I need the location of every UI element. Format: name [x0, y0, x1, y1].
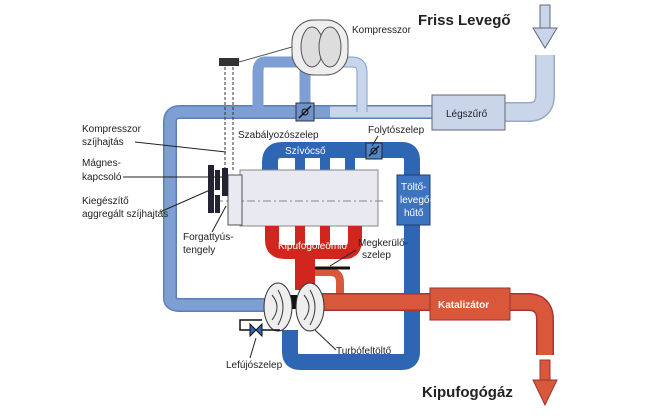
air-filter-label: Légszűrő	[446, 109, 488, 120]
aux-belt-label: Kiegészítő	[82, 196, 129, 207]
svg-text:levegő-: levegő-	[400, 195, 433, 206]
svg-text:szelep: szelep	[362, 250, 391, 261]
exhaust-manifold-label: Kipufogóleömlő	[278, 241, 347, 252]
svg-text:Töltő-: Töltő-	[401, 182, 427, 193]
compressor	[291, 19, 349, 76]
svg-text:szíjhajtás: szíjhajtás	[82, 137, 124, 148]
exhaust-arrow	[532, 359, 558, 407]
engine-block	[239, 169, 379, 227]
fresh-air-label: Friss Levegő	[418, 12, 511, 29]
magnetic-clutch-label: Mágnes-	[82, 158, 121, 169]
blowoff-valve[interactable]	[249, 322, 263, 338]
bypass-valve-label: Megkerülő-	[358, 238, 408, 249]
charge-air-pipe	[262, 142, 420, 370]
catalyst	[429, 287, 511, 321]
control-valve[interactable]	[295, 102, 315, 122]
svg-text:kapcsoló: kapcsoló	[82, 172, 122, 183]
intercooler: Töltő- levegő- hűtő	[396, 174, 433, 226]
svg-text:tengely: tengely	[183, 245, 215, 256]
catalyst-label: Katalizátor	[438, 300, 489, 311]
compressor-label: Kompresszor	[352, 25, 412, 36]
exhaust-manifold	[265, 226, 362, 290]
control-valve-label: Szabályozószelep	[238, 130, 319, 141]
throttle-valve-label: Folytószelep	[368, 125, 425, 136]
blowoff-valve-label: Lefújószelep	[226, 360, 283, 371]
exhaust-gas-label: Kipufogógáz	[422, 384, 513, 401]
svg-text:hűtő: hűtő	[404, 208, 424, 219]
air-filter	[431, 94, 506, 131]
flywheel	[227, 174, 243, 226]
svg-text:aggregált szíjhajtás: aggregált szíjhajtás	[82, 209, 168, 220]
compressor-belt-label: Kompresszor	[82, 124, 142, 135]
turbocharger	[263, 282, 325, 332]
crankshaft-label: Forgattyús-	[183, 232, 234, 243]
throttle-valve[interactable]	[365, 142, 383, 160]
intake-manifold-label: Szívócső	[285, 146, 326, 157]
fresh-air-arrow	[532, 4, 558, 49]
turbocharger-label: Turbófeltöltő	[336, 346, 392, 357]
